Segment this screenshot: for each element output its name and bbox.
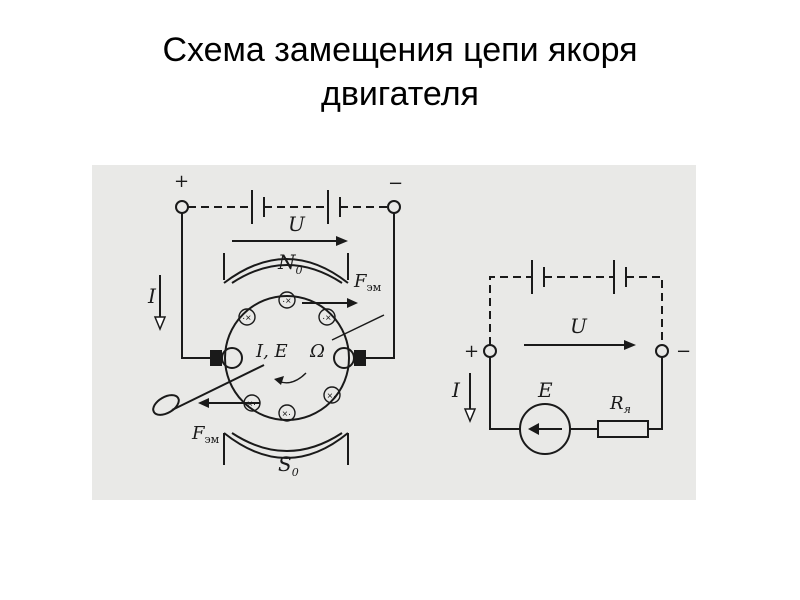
armature-resistor [597, 420, 649, 438]
current-arrowhead [153, 316, 167, 331]
svg-text:·×: ·× [322, 313, 331, 324]
lever-end [152, 394, 180, 416]
force-top-label: Fэм [353, 271, 382, 294]
eq-minus-terminal [655, 344, 669, 358]
eq-plus-terminal [483, 344, 497, 358]
minus-terminal [387, 200, 401, 214]
svg-text:×·: ×· [327, 391, 336, 402]
south-pole [223, 432, 349, 465]
slide-title: Схема замещения цепи якоря двигателя [60, 28, 740, 116]
current-label: I [147, 284, 157, 308]
slide-title-line-2: двигателя [321, 75, 479, 113]
voltage-label: U [288, 212, 306, 236]
pole-north-label: N0 [277, 250, 303, 277]
pole-south-label: S0 [278, 452, 299, 479]
motor-diagram: + − U I [147, 171, 403, 479]
left-brush [210, 350, 222, 366]
svg-text:·×: ·× [242, 313, 251, 324]
force-top-arrowhead [347, 298, 358, 308]
plus-sign: + [174, 171, 189, 192]
circuit-figure: + − U I [92, 165, 696, 500]
eq-current-label: I [451, 378, 461, 402]
eq-plus-sign: + [464, 341, 479, 362]
eq-current-arrowhead [463, 408, 477, 423]
north-pole [223, 253, 349, 284]
slide-title-line-1: Схема замещения цепи якоря [162, 31, 638, 69]
right-commutator [333, 347, 355, 369]
armature-rotor [224, 295, 350, 421]
right-brush [354, 350, 366, 366]
resistance-label: Rя [609, 393, 631, 416]
eq-voltage-arrowhead [624, 340, 636, 350]
eq-voltage-label: U [570, 314, 588, 338]
minus-sign: − [388, 173, 403, 194]
eq-minus-sign: − [676, 341, 691, 362]
plus-terminal [175, 200, 189, 214]
svg-text:×·: ×· [247, 399, 256, 410]
force-bottom-arrowhead [198, 398, 209, 408]
equivalent-circuit: + − U E Rя I [451, 260, 691, 455]
left-commutator [221, 347, 243, 369]
armature-current-emf-label: I, E [255, 341, 288, 362]
emf-label: E [537, 378, 553, 402]
battery-symbol [188, 190, 388, 224]
speed-label: Ω [309, 341, 325, 362]
svg-text:×·: ×· [282, 409, 291, 420]
voltage-arrowhead [336, 236, 348, 246]
svg-text:·×: ·× [282, 296, 291, 307]
force-bottom-label: Fэм [191, 423, 220, 446]
emf-arrowhead [528, 423, 539, 435]
